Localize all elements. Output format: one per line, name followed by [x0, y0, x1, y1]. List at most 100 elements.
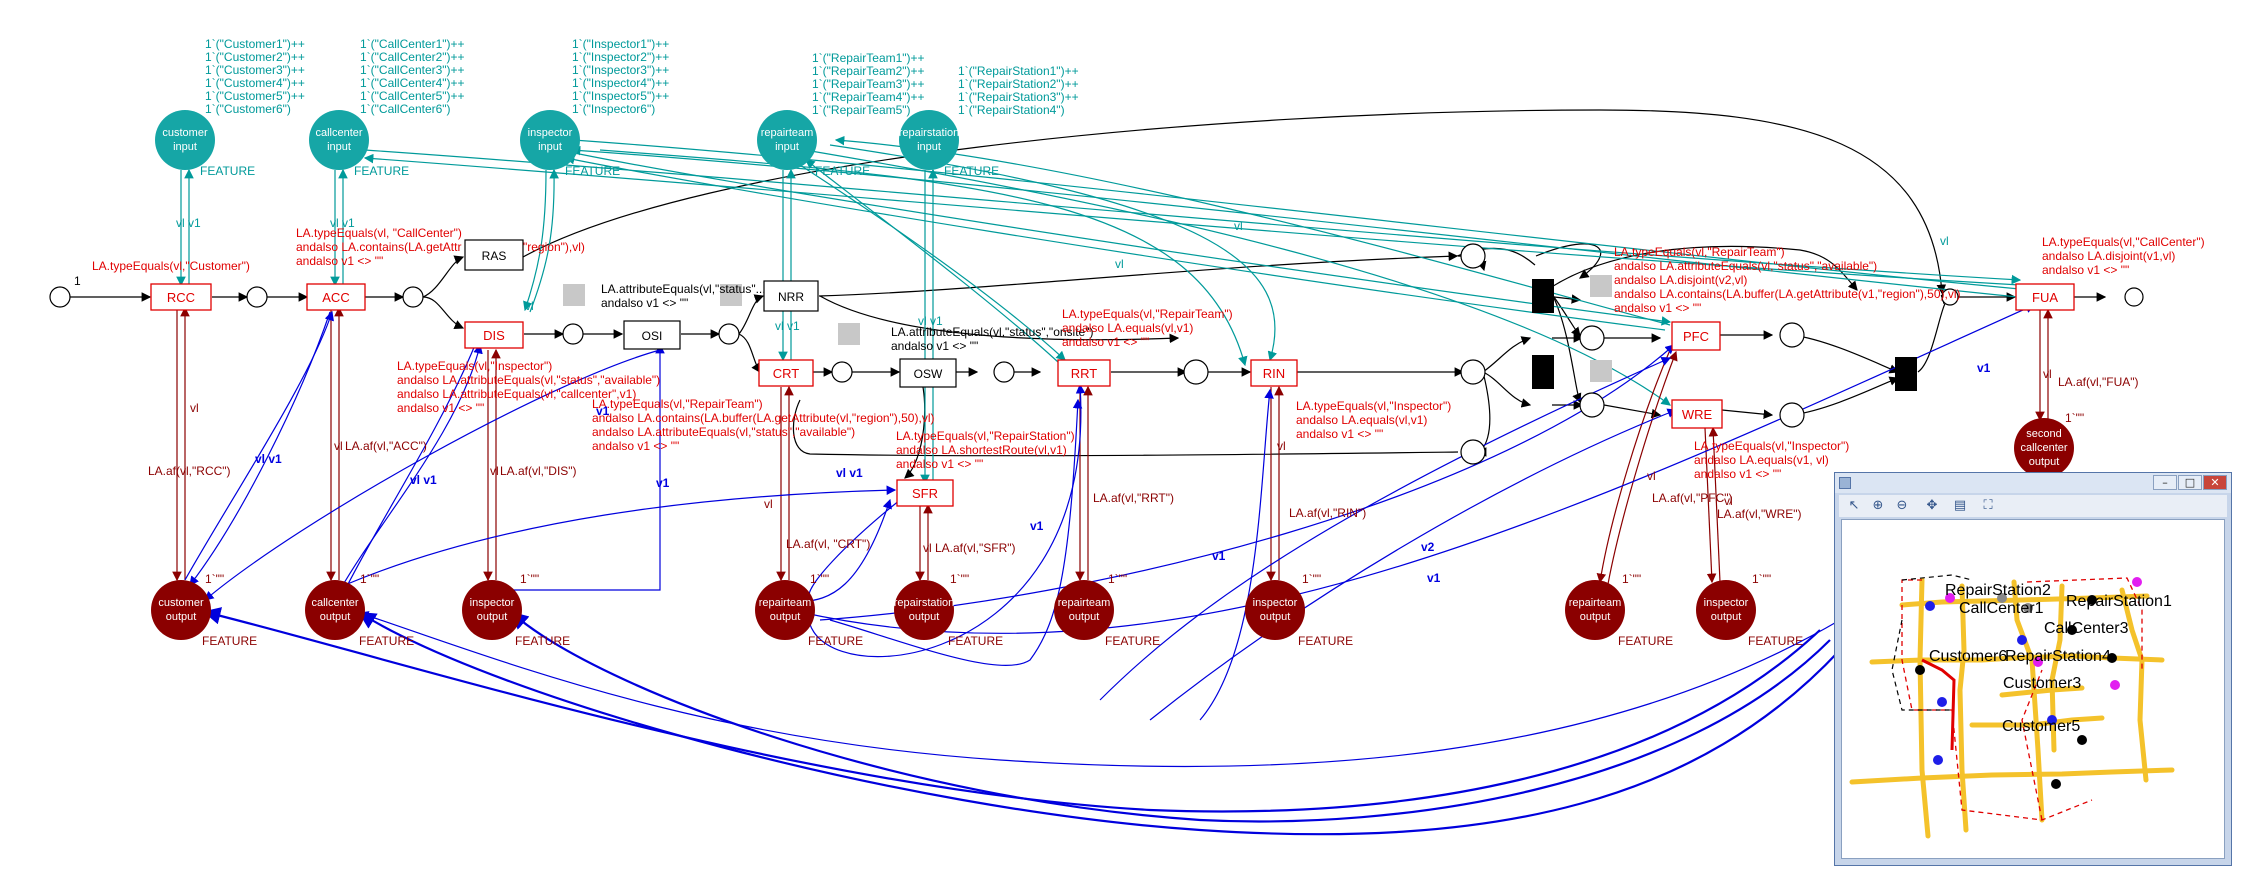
svg-text:WRE: WRE	[1682, 407, 1713, 422]
svg-text:FEATURE: FEATURE	[1298, 634, 1353, 648]
place	[1460, 243, 1486, 269]
svg-text:inspector: inspector	[470, 597, 515, 609]
output-place-repairteam-3[interactable]: repairteam output FEATURE 1`""	[1565, 572, 1673, 648]
output-place-repairstation[interactable]: repairstation output FEATURE 1`""	[894, 572, 1003, 648]
output-place-repairteam-2[interactable]: repairteam output FEATURE 1`""	[1054, 572, 1160, 648]
minimize-button[interactable]: –	[2153, 475, 2177, 490]
svg-text:OSI: OSI	[642, 329, 663, 343]
input-place-repairstation[interactable]: repairstation input FEATURE	[899, 110, 999, 178]
pointer-icon[interactable]: ↖	[1848, 498, 1860, 513]
zoom-in-icon[interactable]: ⊕	[1872, 498, 1884, 513]
guard-wre: LA.typeEquals(vl,"Inspector") andalso LA…	[1694, 439, 1849, 481]
place	[562, 323, 584, 345]
svg-text:andalso v1 <> "": andalso v1 <> ""	[1062, 335, 1149, 349]
svg-text:output: output	[770, 611, 801, 623]
map-window-titlebar[interactable]: – □ ✕	[1835, 473, 2231, 493]
input-place-callcenter[interactable]: callcenter input FEATURE	[309, 110, 409, 178]
region-boundaries	[1901, 577, 2143, 821]
svg-text:CRT: CRT	[773, 366, 800, 381]
input-place-label: input	[917, 141, 941, 153]
svg-text:LA.typeEquals(vl,"CallCenter"): LA.typeEquals(vl,"CallCenter")	[2042, 235, 2205, 249]
svg-text:vl: vl	[1277, 439, 1286, 453]
svg-text:v1: v1	[1212, 549, 1226, 563]
close-button[interactable]: ✕	[2203, 475, 2227, 490]
svg-text:v1: v1	[1977, 361, 1991, 375]
svg-text:RCC: RCC	[167, 290, 195, 305]
marking-line: 1`("Customer2")++	[205, 50, 305, 64]
svg-text:v1: v1	[1427, 571, 1441, 585]
transition-dis[interactable]: DIS	[464, 321, 524, 349]
marking-line: 1`("Customer5")++	[205, 89, 305, 103]
transition-rrt[interactable]: RRT	[1057, 359, 1111, 387]
svg-text:1`"": 1`""	[360, 572, 379, 586]
marking-line: 1`("CallCenter2")++	[360, 50, 465, 64]
transition-rcc[interactable]: RCC	[150, 283, 212, 311]
fit-icon[interactable]: ⛶	[1983, 498, 1993, 513]
svg-text:LA.typeEquals(vl,"RepairTeam"): LA.typeEquals(vl,"RepairTeam")	[1614, 245, 1785, 259]
marking-customers: 1`("Customer1")++ 1`("Customer2")++ 1`("…	[205, 37, 305, 116]
svg-text:vl v1: vl v1	[330, 216, 355, 230]
transition-sfr[interactable]: SFR	[896, 479, 954, 507]
transition-rin[interactable]: RIN	[1250, 359, 1298, 387]
layers-icon[interactable]: ▤	[1953, 498, 1967, 513]
transition-ras[interactable]: RAS	[464, 239, 524, 271]
guard-sfr: LA.typeEquals(vl,"RepairStation") andals…	[896, 429, 1075, 471]
svg-text:LA.af(vl,"FUA"): LA.af(vl,"FUA")	[2058, 375, 2139, 389]
grey-token-markers	[563, 275, 1612, 382]
transition-pfc[interactable]: PFC	[1671, 321, 1721, 351]
map-window[interactable]: – □ ✕ ↖ ⊕ ⊖ ✥ ▤ ⛶	[1834, 472, 2232, 866]
svg-text:LA.typeEquals(vl,"Inspector"): LA.typeEquals(vl,"Inspector")	[397, 359, 552, 373]
place	[1579, 392, 1605, 418]
marking-repairstations: 1`("RepairStation1")++ 1`("RepairStation…	[958, 64, 1079, 117]
marking-line: 1`("Inspector5")++	[572, 89, 669, 103]
svg-text:LA.attributeEquals(vl,"status": LA.attributeEquals(vl,"status","onsite")	[891, 325, 1093, 339]
svg-text:v1: v1	[1030, 519, 1044, 533]
transition-crt[interactable]: CRT	[758, 359, 814, 387]
svg-text:vl v1: vl v1	[255, 452, 282, 466]
svg-text:andalso LA.contains(LA.buffer(: andalso LA.contains(LA.buffer(LA.getAttr…	[1614, 287, 1960, 301]
input-place-customer[interactable]: customer input FEATURE	[155, 110, 255, 178]
place	[718, 323, 740, 345]
svg-text:LA.attributeEquals(vl,"status": LA.attributeEquals(vl,"status"...	[601, 282, 766, 296]
output-place-inspector-3[interactable]: inspector output FEATURE 1`""	[1696, 572, 1803, 648]
transition-osi[interactable]: OSI	[623, 320, 681, 350]
svg-text:vl v1: vl v1	[836, 466, 863, 480]
transition-acc[interactable]: ACC	[306, 283, 366, 311]
transition-wre[interactable]: WRE	[1671, 399, 1723, 429]
output-place-inspector[interactable]: inspector output FEATURE 1`""	[462, 572, 570, 648]
output-place-inspector-2[interactable]: inspector output FEATURE 1`""	[1245, 572, 1353, 648]
transition-osw[interactable]: OSW	[899, 358, 957, 388]
output-places: customer output FEATURE 1`"" callcenter …	[151, 411, 2084, 648]
output-place-repairteam[interactable]: repairteam output FEATURE 1`""	[755, 572, 863, 648]
svg-text:callcenter: callcenter	[2020, 442, 2067, 454]
maximize-button[interactable]: □	[2178, 475, 2202, 490]
zoom-out-icon[interactable]: ⊖	[1896, 498, 1908, 513]
svg-text:customer: customer	[158, 597, 204, 609]
svg-text:RRT: RRT	[1071, 366, 1098, 381]
svg-text:vl: vl	[1234, 219, 1243, 233]
place	[1460, 439, 1486, 465]
input-place-inspector[interactable]: inspector input FEATURE	[520, 110, 620, 178]
output-place-second-callcenter[interactable]: second callcenter output 1`""	[2014, 411, 2084, 478]
svg-text:vl v1: vl v1	[775, 319, 800, 333]
svg-text:1`"": 1`""	[810, 572, 829, 586]
svg-text:andalso LA.attributeEquals(vl,: andalso LA.attributeEquals(vl,"status","…	[1614, 259, 1877, 273]
input-place-repairteam[interactable]: repairteam input FEATURE	[757, 110, 870, 178]
marking-line: 1`("RepairStation1")++	[958, 64, 1079, 78]
place	[1579, 325, 1605, 351]
svg-text:"region"),vl): "region"),vl)	[523, 240, 585, 254]
pan-icon[interactable]: ✥	[1926, 498, 1938, 513]
output-place-callcenter[interactable]: callcenter output FEATURE 1`""	[305, 572, 414, 648]
map-canvas[interactable]: RepairStation2 CallCenter1 RepairStation…	[1841, 519, 2225, 859]
marking-line: 1`("CallCenter1")++	[360, 37, 465, 51]
initial-markings: 1`("Customer1")++ 1`("Customer2")++ 1`("…	[205, 37, 1079, 117]
svg-text:FUA: FUA	[2032, 290, 2058, 305]
transition-nrr[interactable]: NRR	[763, 280, 819, 312]
svg-text:output: output	[1711, 611, 1742, 623]
map-label-customer5: Customer5	[2002, 718, 2081, 735]
transition-fua[interactable]: FUA	[2015, 283, 2075, 311]
svg-text:LA.typeEquals(vl,"RepairTeam"): LA.typeEquals(vl,"RepairTeam")	[1062, 307, 1233, 321]
output-place-customer[interactable]: customer output FEATURE 1`""	[151, 572, 257, 648]
svg-text:output: output	[320, 611, 351, 623]
svg-text:FEATURE: FEATURE	[948, 634, 1003, 648]
